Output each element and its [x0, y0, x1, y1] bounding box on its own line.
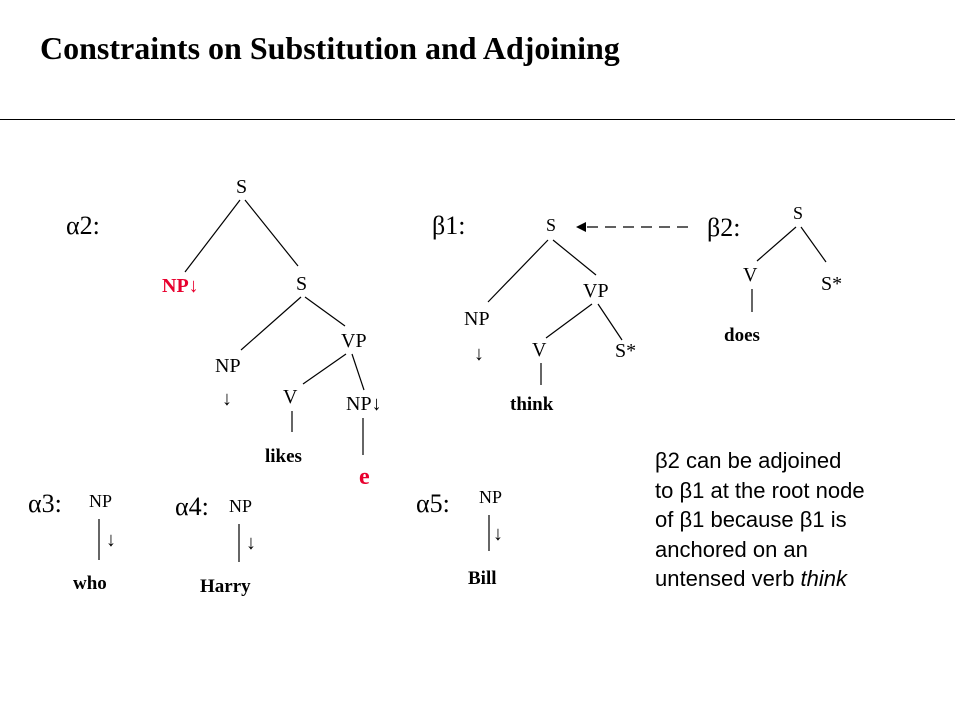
beta2-root-s: S	[793, 203, 803, 223]
beta2-foot-s-star: S*	[821, 273, 842, 295]
beta2-edge-s-foot	[800, 226, 827, 263]
note-line-3: of β1 because β1 is	[655, 507, 847, 532]
slide-title: Constraints on Substitution and Adjoinin…	[40, 30, 620, 66]
alpha2-edge-s-s	[244, 199, 299, 267]
beta1-anchor-think: think	[510, 394, 554, 415]
beta1-vp: VP	[583, 280, 609, 302]
note-line-5-prefix: untensed verb	[655, 566, 801, 591]
alpha2-v: V	[283, 386, 298, 408]
alpha2-root-s: S	[236, 176, 247, 198]
alpha2-np-object: NP↓	[346, 393, 382, 415]
beta1-edge-vp-v	[545, 303, 593, 339]
alpha2-edge-vp-np	[351, 353, 365, 391]
beta1-edge-s-np	[487, 239, 549, 303]
adjunction-arrowhead	[576, 222, 586, 232]
note-line-2: to β1 at the root node	[655, 477, 865, 503]
tree-alpha2: α2: S NP↓ S NP ↓ VP V likes NP↓ e	[66, 176, 382, 490]
alpha3-anchor-who: who	[73, 573, 107, 594]
tree-beta1: β1: S NP ↓ VP V think S*	[432, 211, 636, 415]
alpha2-trace-e: e	[359, 464, 370, 490]
alpha3-np: NP	[89, 491, 112, 511]
alpha5-anchor-bill: Bill	[468, 568, 497, 589]
beta1-foot-s-star: S*	[615, 340, 636, 362]
alpha4-np: NP	[229, 496, 252, 516]
beta1-edge-vp-foot	[597, 303, 623, 341]
alpha2-np-subject: NP	[215, 355, 241, 377]
alpha4-arrow: ↓	[246, 532, 256, 554]
beta1-np-arrow: ↓	[474, 343, 484, 365]
tree-alpha4: α4: NP ↓ Harry	[175, 492, 256, 597]
beta1-root-s: S	[546, 215, 556, 235]
title-divider	[0, 119, 955, 120]
tree-alpha5: α5: NP ↓ Bill	[416, 487, 503, 589]
alpha5-arrow: ↓	[493, 523, 503, 545]
adjunction-arrow	[576, 222, 688, 232]
alpha2-edge-s-vp	[304, 296, 346, 327]
beta2-v: V	[743, 264, 758, 286]
alpha2-inner-s: S	[296, 273, 307, 295]
beta2-edge-s-v	[756, 226, 797, 262]
note-line-5-emphasis: think	[800, 566, 848, 591]
beta1-edge-s-vp	[552, 239, 597, 276]
tree-beta2: β2: S V does S*	[707, 203, 842, 346]
tree-beta1-name: β1:	[432, 211, 465, 240]
note-line-4: anchored on an	[655, 536, 808, 562]
tree-alpha2-name: α2:	[66, 211, 100, 240]
alpha4-anchor-harry: Harry	[200, 576, 251, 597]
beta2-anchor-does: does	[724, 325, 760, 346]
tree-alpha3-name: α3:	[28, 489, 62, 518]
alpha2-edge-s-np	[184, 199, 241, 273]
beta1-v: V	[532, 339, 547, 361]
tree-alpha4-name: α4:	[175, 492, 209, 521]
alpha2-anchor-likes: likes	[265, 446, 302, 467]
beta1-np: NP	[464, 308, 490, 330]
explanation-note: β2 can be adjoined to β1 at the root nod…	[655, 446, 955, 594]
alpha5-np: NP	[479, 487, 502, 507]
alpha2-edge-s-np-subj	[240, 296, 302, 351]
tree-beta2-name: β2:	[707, 213, 740, 242]
note-line-5: untensed verb think	[655, 564, 955, 594]
alpha2-edge-vp-v	[302, 353, 347, 385]
alpha3-arrow: ↓	[106, 529, 116, 551]
tree-alpha5-name: α5:	[416, 489, 450, 518]
tree-alpha3: α3: NP ↓ who	[28, 489, 116, 594]
alpha2-np-subject-arrow: ↓	[222, 388, 232, 410]
alpha2-vp: VP	[341, 330, 367, 352]
note-line-1: β2 can be adjoined	[655, 448, 842, 473]
alpha2-np-substitution: NP↓	[162, 275, 199, 297]
